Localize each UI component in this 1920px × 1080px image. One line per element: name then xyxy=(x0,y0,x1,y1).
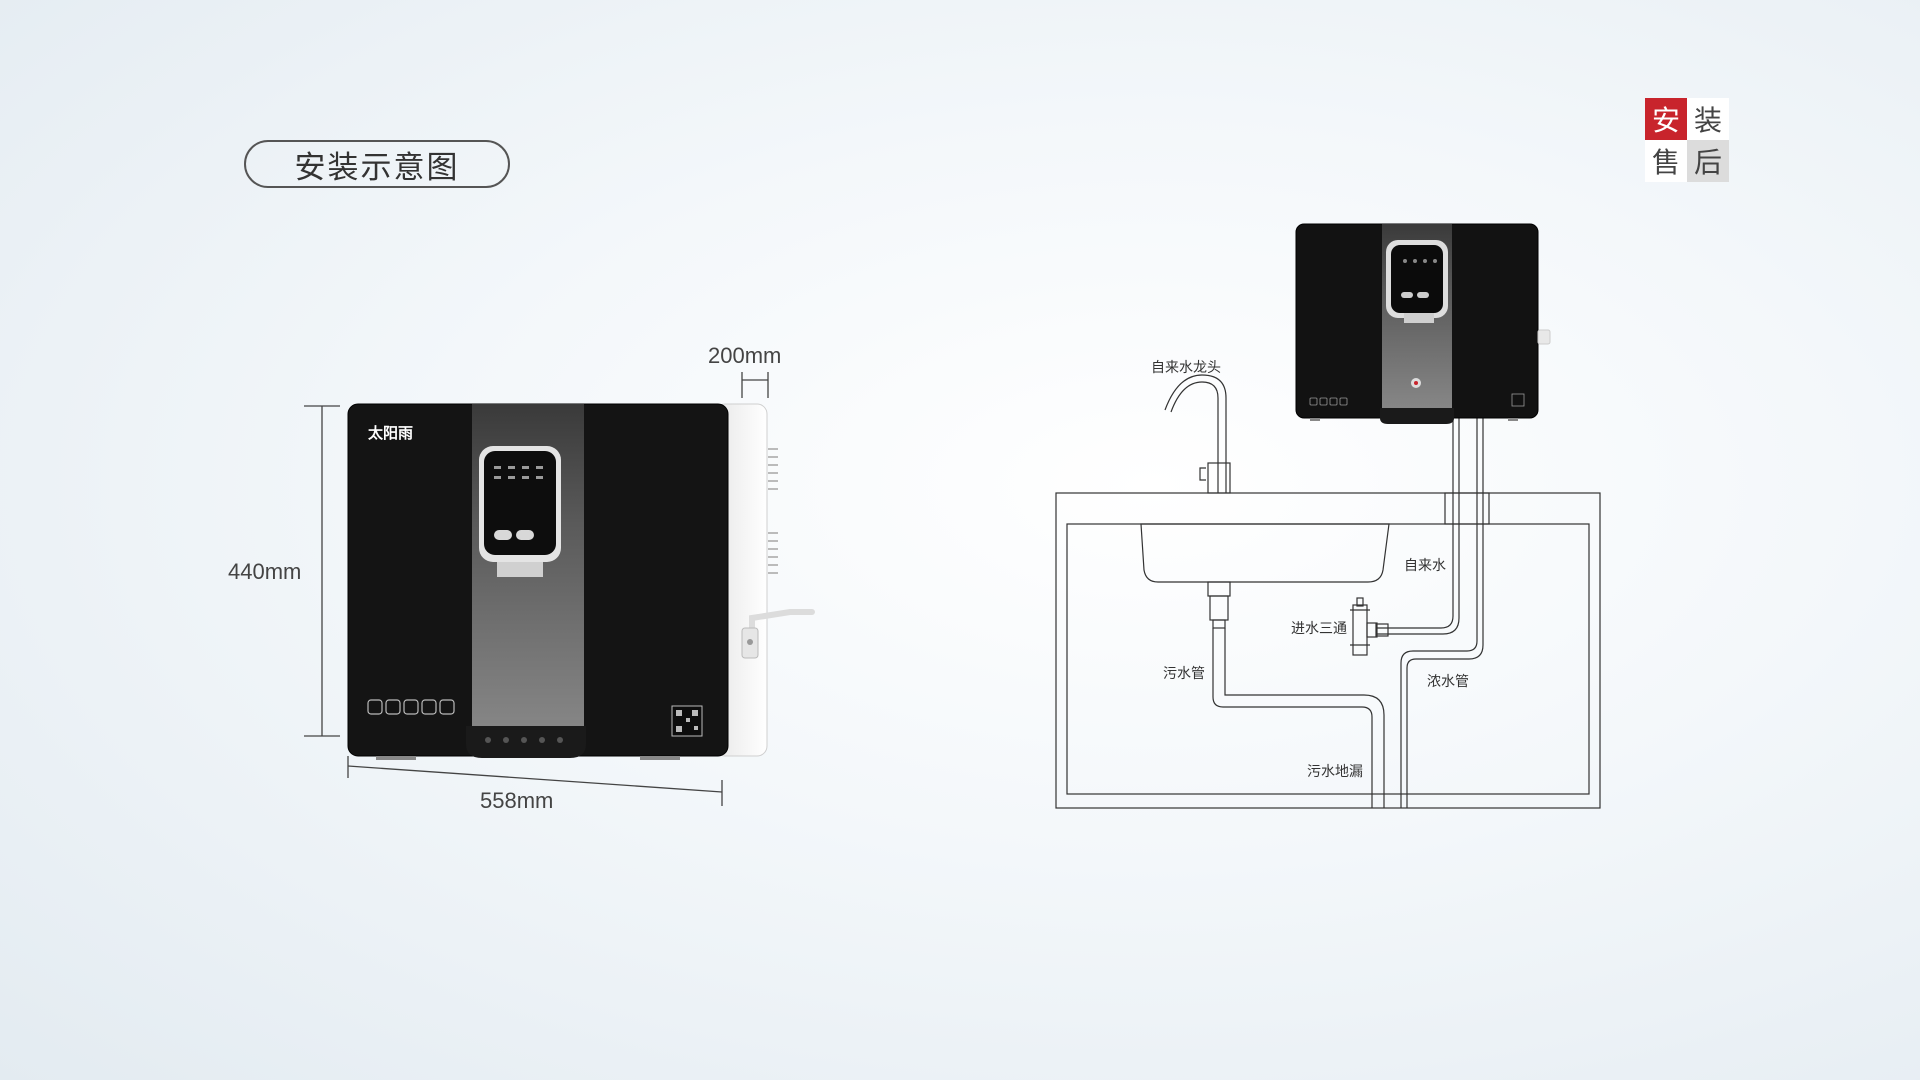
concentrate-pipe-label: 浓水管 xyxy=(1427,674,1469,690)
faucet-label: 自来水龙头 xyxy=(1151,360,1221,376)
purifier-front-view: 太阳雨 xyxy=(347,403,815,760)
brand-logo: 太阳雨 xyxy=(368,424,413,442)
dimension-lines xyxy=(304,372,769,806)
badge-char-2: 装 xyxy=(1687,98,1729,140)
badge-char-4: 后 xyxy=(1687,140,1729,182)
width-dimension: 558mm xyxy=(480,788,553,813)
tap-water-label: 自来水 xyxy=(1404,558,1446,574)
inlet-tee-label: 进水三通 xyxy=(1291,621,1347,637)
height-dimension: 440mm xyxy=(228,559,301,584)
badge-char-3: 售 xyxy=(1645,140,1687,182)
after-sales-install-badge: 安 装 售 后 xyxy=(1645,98,1729,182)
purifier-wall-mounted xyxy=(1295,223,1551,424)
floor-drain-label: 污水地漏 xyxy=(1307,764,1363,780)
section-title: 安装示意图 xyxy=(244,140,510,188)
badge-char-1: 安 xyxy=(1645,98,1687,140)
install-diagram xyxy=(1055,374,1601,809)
waste-pipe-label: 污水管 xyxy=(1163,666,1205,682)
depth-dimension: 200mm xyxy=(708,343,781,368)
